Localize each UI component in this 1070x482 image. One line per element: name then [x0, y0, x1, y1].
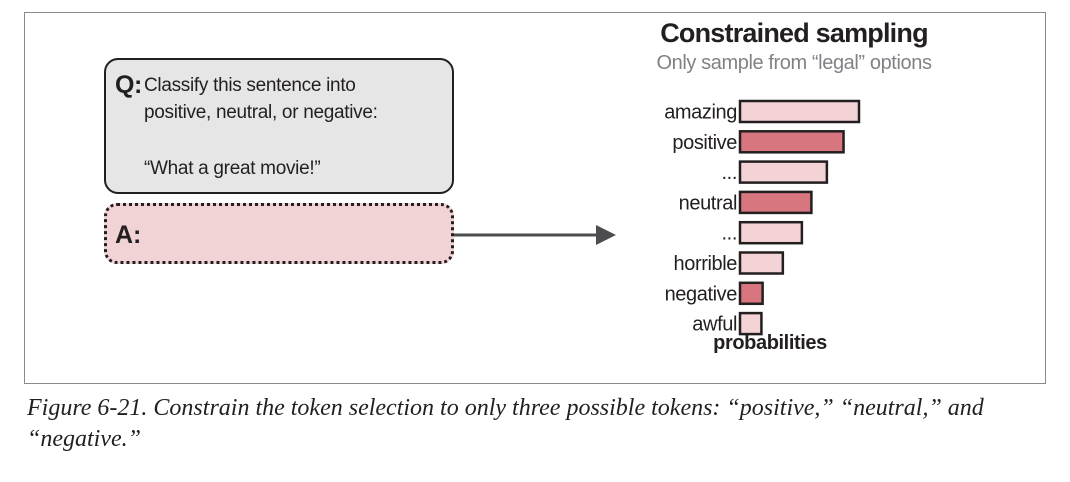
answer-box: A:: [104, 203, 454, 264]
category-label: ...: [722, 162, 737, 184]
question-box: Q: Classify this sentence into positive,…: [104, 58, 454, 194]
category-label: negative: [665, 283, 738, 305]
flow-arrow-head: [596, 225, 616, 245]
chart-title: Constrained sampling: [660, 18, 928, 48]
bar-positive: [738, 130, 845, 154]
category-label: awful: [692, 314, 737, 336]
question-prefix: Q:: [115, 71, 142, 99]
bar-negative: [738, 281, 764, 306]
bar-ellipsis-4: [738, 220, 804, 245]
bar-amazing: [738, 99, 861, 124]
category-label: positive: [672, 132, 737, 154]
bar-neutral: [738, 190, 813, 215]
question-line-3: “What a great movie!”: [144, 158, 321, 179]
bar-awful: [738, 311, 763, 336]
bar-ellipsis-2: [738, 160, 829, 184]
figure-caption: Figure 6-21. Constrain the token selecti…: [27, 395, 984, 452]
category-label: amazing: [664, 102, 737, 124]
category-label: ...: [722, 223, 737, 245]
question-line-1: Classify this sentence into: [144, 75, 356, 96]
bar-horrible: [738, 251, 785, 275]
answer-prefix: A:: [115, 221, 142, 249]
question-line-2: positive, neutral, or negative:: [144, 102, 378, 123]
category-label: horrible: [674, 253, 738, 275]
category-label: neutral: [679, 192, 737, 214]
flow-arrow: [454, 225, 616, 245]
chart-x-axis-label: probabilities: [713, 332, 827, 354]
chart-subtitle: Only sample from “legal” options: [656, 52, 932, 74]
